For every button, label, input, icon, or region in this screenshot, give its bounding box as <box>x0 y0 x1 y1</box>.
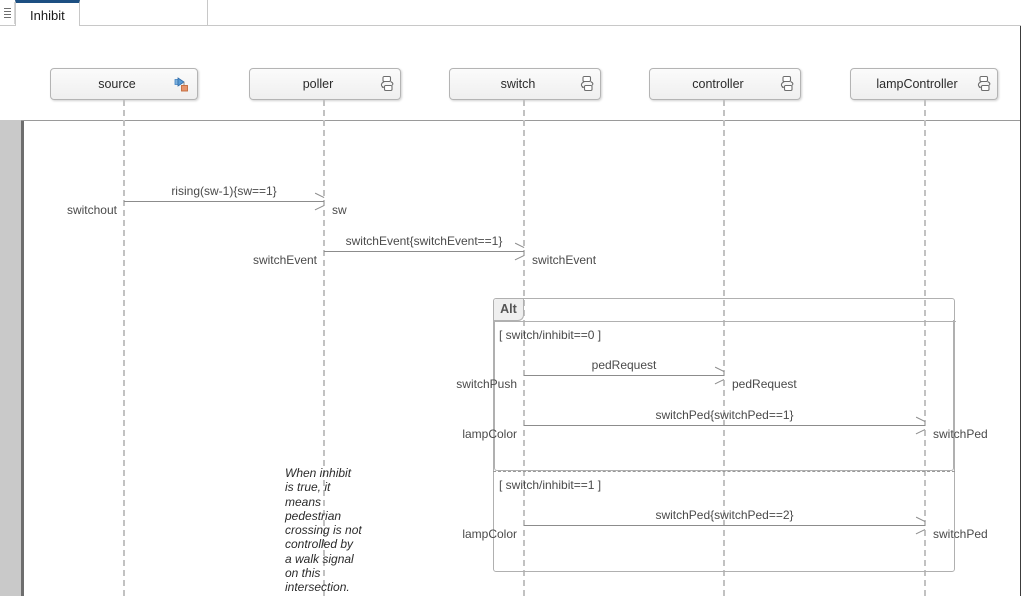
lifeline-controller <box>723 100 725 596</box>
diagram-gutter-edge <box>21 120 24 596</box>
state-machine-icon <box>973 75 991 93</box>
message-arrow-line[interactable] <box>524 525 925 526</box>
icon-line <box>4 11 11 12</box>
alt-combined-fragment[interactable]: Alt <box>493 298 956 572</box>
diagram-note: When inhibit is true, it means pedestria… <box>285 466 362 595</box>
message-arrow-line[interactable] <box>524 425 925 426</box>
source-port-label: switchEvent <box>252 253 317 267</box>
message-arrow-line[interactable] <box>124 201 324 202</box>
lifeline-poller <box>323 100 325 596</box>
message-label: switchPed{switchPed==2} <box>655 508 794 522</box>
tab-label: Inhibit <box>30 8 65 23</box>
lifeline-head-source[interactable]: source <box>50 68 198 100</box>
lifeline-head-controller[interactable]: controller <box>649 68 801 100</box>
message-label: switchEvent{switchEvent==1} <box>345 234 503 248</box>
lifeline-name: poller <box>302 77 334 91</box>
fragment-operator-underline <box>494 321 956 322</box>
lifeline-head-lampController[interactable]: lampController <box>850 68 998 100</box>
alt-operand-frame <box>494 320 954 471</box>
diagram-left-gutter <box>0 120 21 596</box>
state-machine-icon <box>376 75 394 93</box>
target-port-label: switchPed <box>933 427 988 441</box>
alt-guard-condition: [ switch/inhibit==0 ] <box>499 328 602 342</box>
target-port-label: pedRequest <box>732 377 797 391</box>
state-machine-icon <box>576 75 594 93</box>
icon-line <box>4 8 11 9</box>
source-port-label: lampColor <box>462 427 517 441</box>
fragment-operator-label: Alt <box>494 299 524 321</box>
diagram-canvas[interactable]: source poller switch controller lampControll… <box>0 26 1021 596</box>
icon-line <box>4 17 11 18</box>
lifeline-switch <box>523 100 525 596</box>
alt-operand-divider <box>493 471 955 472</box>
lifeline-name: lampController <box>876 77 958 91</box>
document-list-icon[interactable] <box>1 2 15 24</box>
target-port-label: switchPed <box>933 527 988 541</box>
target-port-label: sw <box>332 203 347 217</box>
lifeline-name: source <box>98 77 136 91</box>
lifeline-name: switch <box>500 77 536 91</box>
lifeline-name: controller <box>692 77 744 91</box>
source-port-label: switchPush <box>456 377 517 391</box>
message-label: rising(sw-1){sw==1} <box>171 184 277 198</box>
message-arrow-line[interactable] <box>524 375 724 376</box>
state-machine-icon <box>776 75 794 93</box>
lifeline-source <box>123 100 125 596</box>
source-port-label: switchout <box>66 203 117 217</box>
icon-line <box>4 14 11 15</box>
source-port-label: lampColor <box>462 527 517 541</box>
lifeline-lampController <box>924 100 926 596</box>
message-label: switchPed{switchPed==1} <box>655 408 794 422</box>
tab-strip-filler <box>72 0 208 26</box>
message-arrow-line[interactable] <box>324 251 524 252</box>
message-label: pedRequest <box>591 358 657 372</box>
lifeline-head-switch[interactable]: switch <box>449 68 601 100</box>
signal-source-icon <box>173 75 191 93</box>
tab-bar: Inhibit <box>0 0 1021 26</box>
lifeline-head-poller[interactable]: poller <box>249 68 401 100</box>
target-port-label: switchEvent <box>532 253 597 267</box>
alt-guard-condition: [ switch/inhibit==1 ] <box>499 478 602 492</box>
tab-inhibit[interactable]: Inhibit <box>15 0 80 26</box>
lifeline-header-separator <box>21 120 1020 121</box>
